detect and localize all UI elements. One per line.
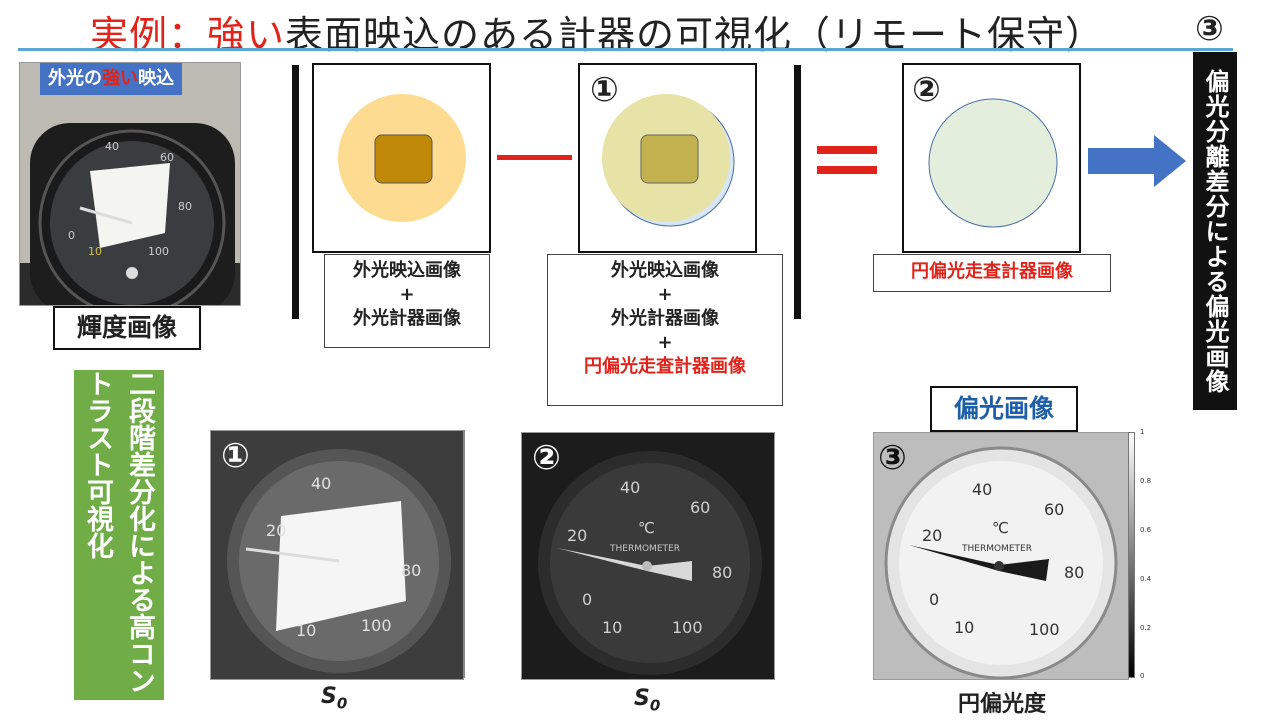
panel1-caption-line1: 外光映込画像 [353,260,461,281]
img1-tick-40: 40 [311,474,331,493]
luminance-photo: 40 60 80 100 0 10 外光の強い映込 [19,62,241,306]
img2-tick-100: 100 [672,618,703,637]
colorbar-tick-0.2: 0.2 [1140,624,1152,632]
colorbar [1128,432,1135,678]
img1-tick-100: 100 [361,616,392,635]
img2-unit: ℃ [638,519,655,537]
panel3-number: ② [912,70,941,110]
img3-brand: THERMOMETER [961,544,1032,554]
panel2-caption-line4: + [657,332,673,353]
img1-number: ① [221,436,250,476]
colorbar-tick-0: 0 [1140,672,1145,680]
s0-image-2-graphic: 40 60 20 80 100 10 0 ℃ THERMOMETER [522,433,774,679]
img2-label-sub: 0 [649,696,661,715]
panel2-graphic [602,94,735,227]
img3-tick-80: 80 [1064,563,1084,582]
reflection-badge-suffix: 映込 [138,68,174,89]
panel2-caption-line2: + [657,284,673,305]
lum-tick-100: 100 [148,245,169,258]
panel2-caption-line3: 外光計器画像 [611,308,719,329]
colorbar-tick-0.8: 0.8 [1140,477,1152,485]
equals-sign-bottom [817,166,877,174]
img3-tick-0: 0 [929,590,939,609]
panel2-caption-line5: 円偏光走査計器画像 [584,356,746,377]
polarization-image-title-text: 偏光画像 [953,394,1054,423]
img2-label-base: S [634,686,650,711]
polarization-image: 40 60 20 80 100 10 0 ℃ THERMOMETER ③ [873,432,1129,680]
panel1-caption-line3: 外光計器画像 [353,308,461,329]
img3-label: 円偏光度 [958,692,1047,717]
lum-tick-80: 80 [178,200,192,213]
s0-image-2: 40 60 20 80 100 10 0 ℃ THERMOMETER ② [521,432,775,680]
img1-label-base: S [321,684,337,709]
img2-tick-60: 60 [690,498,710,517]
lum-tick-10: 10 [88,245,102,258]
img2-tick-10: 10 [602,618,622,637]
colorbar-tick-0.4: 0.4 [1140,575,1152,583]
panel-circular-scan-result: ② [902,63,1081,253]
panel1-caption-line2: + [399,284,415,305]
colorbar-tick-1: 1 [1140,428,1145,436]
img3-tick-10: 10 [954,618,974,637]
bracket-bar-right [794,65,801,319]
img2-number: ② [532,438,561,478]
title-underline [18,48,1233,51]
polarization-image-graphic: 40 60 20 80 100 10 0 ℃ THERMOMETER [874,433,1128,679]
luminance-gauge-graphic: 40 60 80 100 0 10 [20,63,240,305]
img3-unit: ℃ [992,519,1009,537]
reflection-badge-prefix: 外光の [48,68,102,89]
img2-brand: THERMOMETER [609,544,680,554]
img3-tick-100: 100 [1029,620,1060,639]
img1-label-sub: 0 [336,694,348,713]
panel-reflection-plus-meter [312,63,491,253]
title-number: ③ [1195,9,1224,49]
lum-tick-60: 60 [160,151,174,164]
equals-sign-top [817,146,877,154]
panel2-caption: 外光映込画像 + 外光計器画像 + 円偏光走査計器画像 [547,254,783,406]
lum-tick-40: 40 [105,140,119,153]
img3-number: ③ [878,438,907,478]
img3-tick-60: 60 [1044,500,1064,519]
panel1-caption: 外光映込画像 + 外光計器画像 [324,254,490,348]
polarization-image-title: 偏光画像 [930,386,1078,432]
colorbar-ticks: 1 0.8 0.6 0.4 0.2 0 [1140,428,1160,682]
img2-label: S0 [634,686,660,714]
img1-label: S0 [321,684,347,712]
reflection-badge: 外光の強い映込 [40,63,182,95]
luminance-label: 輝度画像 [53,306,201,350]
img2-tick-0: 0 [582,590,592,609]
panel3-graphic [928,98,1058,228]
s0-image-1: 40 20 80 100 10 ① [210,430,464,680]
panel2-number: ① [590,70,619,110]
lum-tick-0: 0 [68,229,75,242]
img1-divider [463,430,465,678]
panel-with-circular-scan: ① [578,63,757,253]
img3-tick-20: 20 [922,526,942,545]
side-label-contrast: 二段階差分化による高コントラスト可視化 [74,370,164,700]
side-label-polarization: 偏光分離差分による偏光画像 [1193,52,1237,410]
bracket-bar-left [292,65,299,319]
img3-tick-40: 40 [972,480,992,499]
s0-image-1-graphic: 40 20 80 100 10 [211,431,463,679]
arrow-right-icon [1088,135,1186,187]
img1-tick-80: 80 [401,561,421,580]
img2-tick-40: 40 [620,478,640,497]
img1-tick-20: 20 [266,521,286,540]
img2-tick-20: 20 [567,526,587,545]
img2-tick-80: 80 [712,563,732,582]
minus-sign [497,155,572,160]
colorbar-tick-0.6: 0.6 [1140,526,1152,534]
panel3-caption: 円偏光走査計器画像 [873,254,1111,292]
reflection-badge-emph: 強い [102,68,138,89]
panel2-caption-line1: 外光映込画像 [611,260,719,281]
img1-tick-10: 10 [296,621,316,640]
panel1-graphic [338,94,466,222]
